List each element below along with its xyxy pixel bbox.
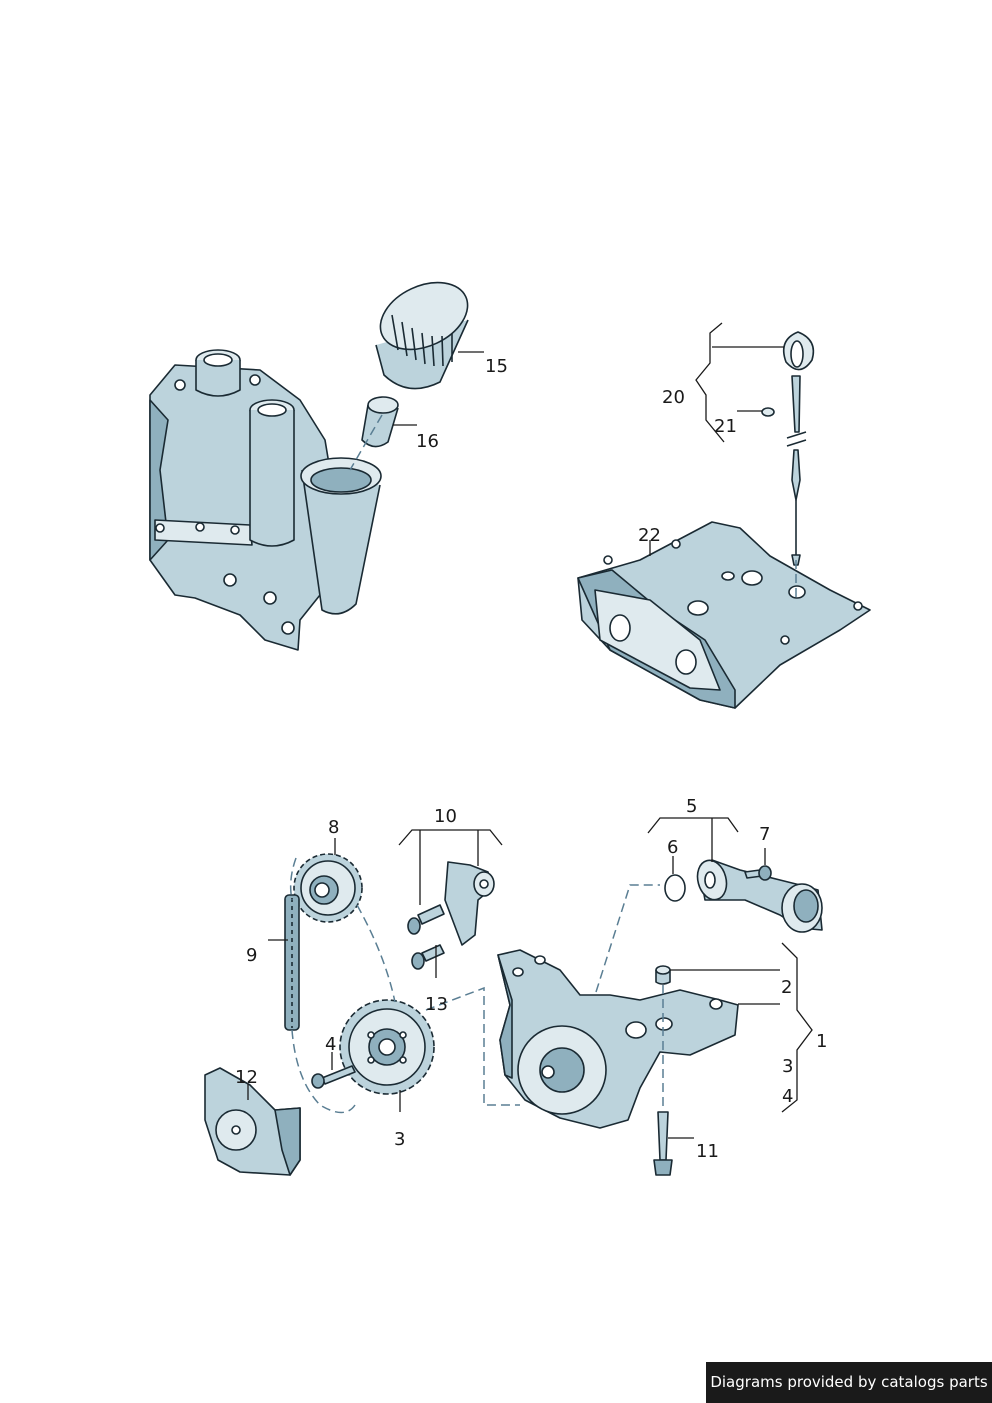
callout-13: 13 [425,994,448,1015]
diagram-credit-banner: Diagrams provided by catalogs parts [706,1362,992,1403]
callout-4-left: 4 [325,1034,336,1055]
leader-lines [247,322,813,1139]
callout-2: 2 [781,977,792,998]
oil-intake-pipe [696,859,823,933]
callout-12: 12 [235,1067,258,1088]
callout-15: 15 [485,356,508,377]
callout-6: 6 [667,837,678,858]
callout-7: 7 [759,824,770,845]
chain-cover [204,1067,301,1176]
tensioner-bolt-2 [411,944,445,970]
pump-bolt [653,1111,673,1176]
callout-5: 5 [686,796,697,817]
callout-3-left: 3 [394,1129,405,1150]
crankshaft-sprocket [293,853,363,923]
intake-bolt [744,865,772,881]
oil-pump-sprocket [339,999,435,1095]
callout-10: 10 [434,806,457,827]
tensioner-bolt-1 [407,904,445,935]
oil-dipstick [761,331,815,566]
filter-insert [361,396,399,448]
callout-16: 16 [416,431,439,452]
callout-11: 11 [696,1141,719,1162]
oil-filter [375,281,469,390]
o-ring [664,874,686,902]
chain-tensioner [444,861,495,946]
sprocket-bolt [311,1065,356,1089]
oil-filter-housing [149,349,382,651]
oil-pump [497,949,739,1129]
drive-chain [284,894,300,1031]
pump-pin [655,965,671,985]
callout-21: 21 [714,416,737,437]
callout-3-right: 3 [782,1056,793,1077]
callout-1: 1 [816,1031,827,1052]
valve-cover [577,521,871,709]
callout-labels: 15 16 20 21 22 5 6 7 8 10 9 13 2 1 3 4 4… [235,356,827,1162]
callout-20: 20 [662,387,685,408]
callout-8: 8 [328,817,339,838]
callout-9: 9 [246,945,257,966]
assembly-lines [289,414,797,1114]
callout-22: 22 [638,525,661,546]
callout-4-right: 4 [782,1086,793,1107]
